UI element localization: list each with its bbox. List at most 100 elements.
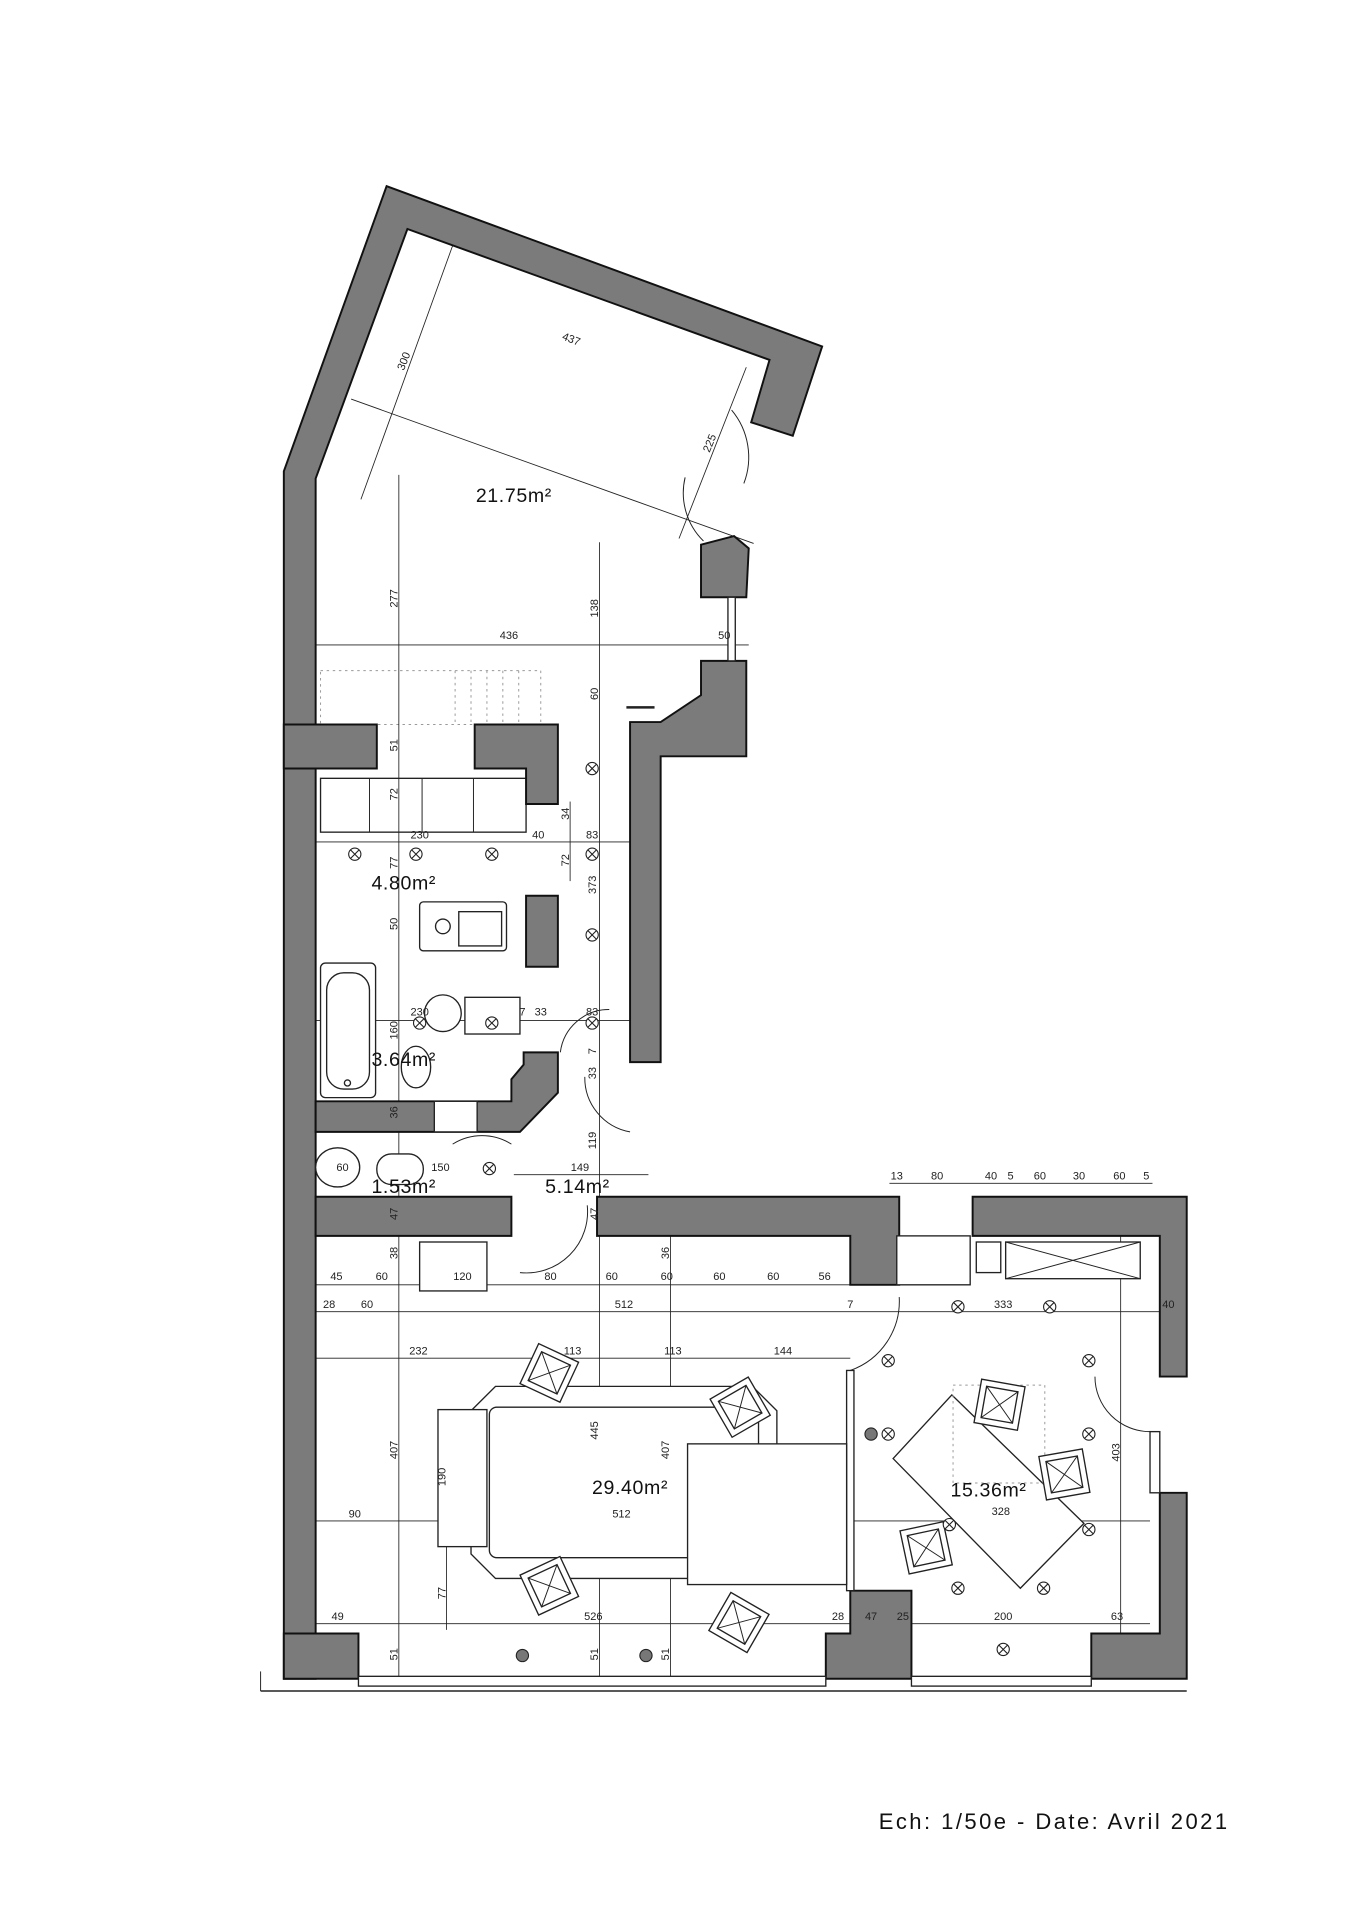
dimension-label: 407: [660, 1441, 672, 1459]
dimension-label: 138: [589, 599, 601, 617]
dimension-label: 60: [661, 1271, 673, 1283]
ceiling-light-icon: [482, 1161, 497, 1176]
wall: [314, 1051, 559, 1133]
wall: [282, 723, 378, 770]
dimension-label: 60: [767, 1271, 779, 1283]
dimension-label: 150: [431, 1162, 449, 1174]
dimension-label: 36: [389, 1106, 401, 1118]
dimension-label: 34: [560, 808, 572, 820]
ceiling-light-icon: [412, 1016, 427, 1030]
dimension-label: 83: [586, 829, 598, 841]
ceiling-light-icon: [1082, 1522, 1096, 1537]
dimension-label: 30: [1073, 1171, 1085, 1183]
dimension-label: 33: [587, 1067, 599, 1079]
room-kitchen-area: 4.80m²: [371, 873, 436, 895]
washbasin: [423, 994, 462, 1033]
office-desk: [892, 1393, 1085, 1590]
room-living-area: 29.40m²: [592, 1477, 668, 1499]
dimension-label: 445: [589, 1421, 601, 1439]
dimension-label: 60: [1113, 1171, 1125, 1183]
dimension-label: 33: [535, 1007, 547, 1019]
dimension-label: 328: [992, 1506, 1010, 1518]
wall: [971, 1195, 1188, 1378]
dimension-label: 50: [389, 918, 401, 930]
dimension-label: 113: [564, 1346, 582, 1358]
dimension-label: 277: [389, 589, 401, 607]
toilet: [400, 1045, 432, 1089]
dimension-label: 160: [389, 1021, 401, 1039]
dimension-label: 512: [615, 1299, 633, 1311]
dimension-label: 190: [436, 1468, 448, 1486]
stairs: [319, 670, 542, 833]
dimension-label: 90: [349, 1508, 361, 1520]
dimension-label: 60: [361, 1299, 373, 1311]
dimension-label: 119: [587, 1132, 599, 1150]
ceiling-light-icon: [996, 1642, 1010, 1657]
dimension-label: 333: [994, 1299, 1012, 1311]
dimension-label: 83: [586, 1007, 598, 1019]
ceiling-light-icon: [881, 1427, 895, 1441]
ceiling-light-icon: [485, 847, 499, 861]
dimension-label: 144: [774, 1346, 792, 1358]
dimension-label: 47: [865, 1611, 877, 1623]
dimension-label: 526: [584, 1611, 602, 1623]
chairs: [519, 1342, 1091, 1654]
room-bathroom-area: 3.64m²: [371, 1049, 436, 1071]
dimension-label: 7: [519, 1007, 525, 1019]
chair: [973, 1378, 1026, 1432]
room-office-area: 15.36m²: [951, 1479, 1027, 1501]
dimension-label: 47: [589, 1208, 601, 1220]
wall: [314, 1195, 513, 1237]
dimension-label: 38: [389, 1247, 401, 1259]
dimension-label: 7: [847, 1299, 853, 1311]
ceiling-light-icon: [951, 1581, 965, 1595]
dimension-label: 77: [389, 857, 401, 869]
dimension-label: 51: [660, 1648, 672, 1660]
furniture: [314, 901, 1141, 1590]
dimension-label: 25: [897, 1611, 909, 1623]
dimension-label: 49: [332, 1611, 344, 1623]
dimension-label: 120: [453, 1271, 471, 1283]
dimension-label: 28: [832, 1611, 844, 1623]
wall: [282, 1632, 360, 1680]
room-top-area: 21.75m²: [476, 485, 552, 507]
ceiling-light-icon: [585, 1016, 599, 1030]
dimension-label: 51: [389, 739, 401, 751]
dimension-label: 13: [891, 1171, 903, 1183]
wall: [525, 894, 559, 968]
ceiling-light-icon: [409, 847, 423, 861]
dimension-label: 437: [560, 331, 581, 349]
dimension-label: 36: [660, 1247, 672, 1259]
dimension-label: 72: [560, 854, 572, 866]
dimension-label: 60: [713, 1271, 725, 1283]
chair: [519, 1342, 580, 1404]
wall: [473, 723, 559, 805]
dimension-label: 56: [818, 1271, 830, 1283]
scale-date-caption: Ech: 1/50e - Date: Avril 2021: [879, 1809, 1230, 1834]
dimension-label: 47: [389, 1208, 401, 1220]
dimension-label: 60: [1034, 1171, 1046, 1183]
ceiling-light-icon: [1082, 1427, 1096, 1441]
dimension-label: 5: [1007, 1171, 1013, 1183]
dimension-label: 436: [500, 630, 518, 642]
dimension-label: 40: [532, 829, 544, 841]
wall: [700, 535, 750, 599]
ceiling-light-icon: [485, 1016, 499, 1030]
dimension-label: 60: [589, 688, 601, 700]
dimension-label: 232: [409, 1346, 427, 1358]
dimension-label: 60: [376, 1271, 388, 1283]
chair: [709, 1376, 772, 1439]
dimension-label: 45: [330, 1271, 342, 1283]
chair: [707, 1591, 770, 1654]
spotlight-icon: [515, 1648, 530, 1663]
ceiling-lights: [348, 761, 1096, 1663]
wall: [629, 659, 748, 1064]
dimension-label: 80: [931, 1171, 943, 1183]
walls: [260, 184, 1188, 1692]
ceiling-light-icon: [881, 1354, 895, 1368]
dimension-label: 512: [612, 1508, 630, 1520]
dimension-label: 403: [1110, 1443, 1122, 1461]
ceiling-light-icon: [1082, 1354, 1096, 1368]
